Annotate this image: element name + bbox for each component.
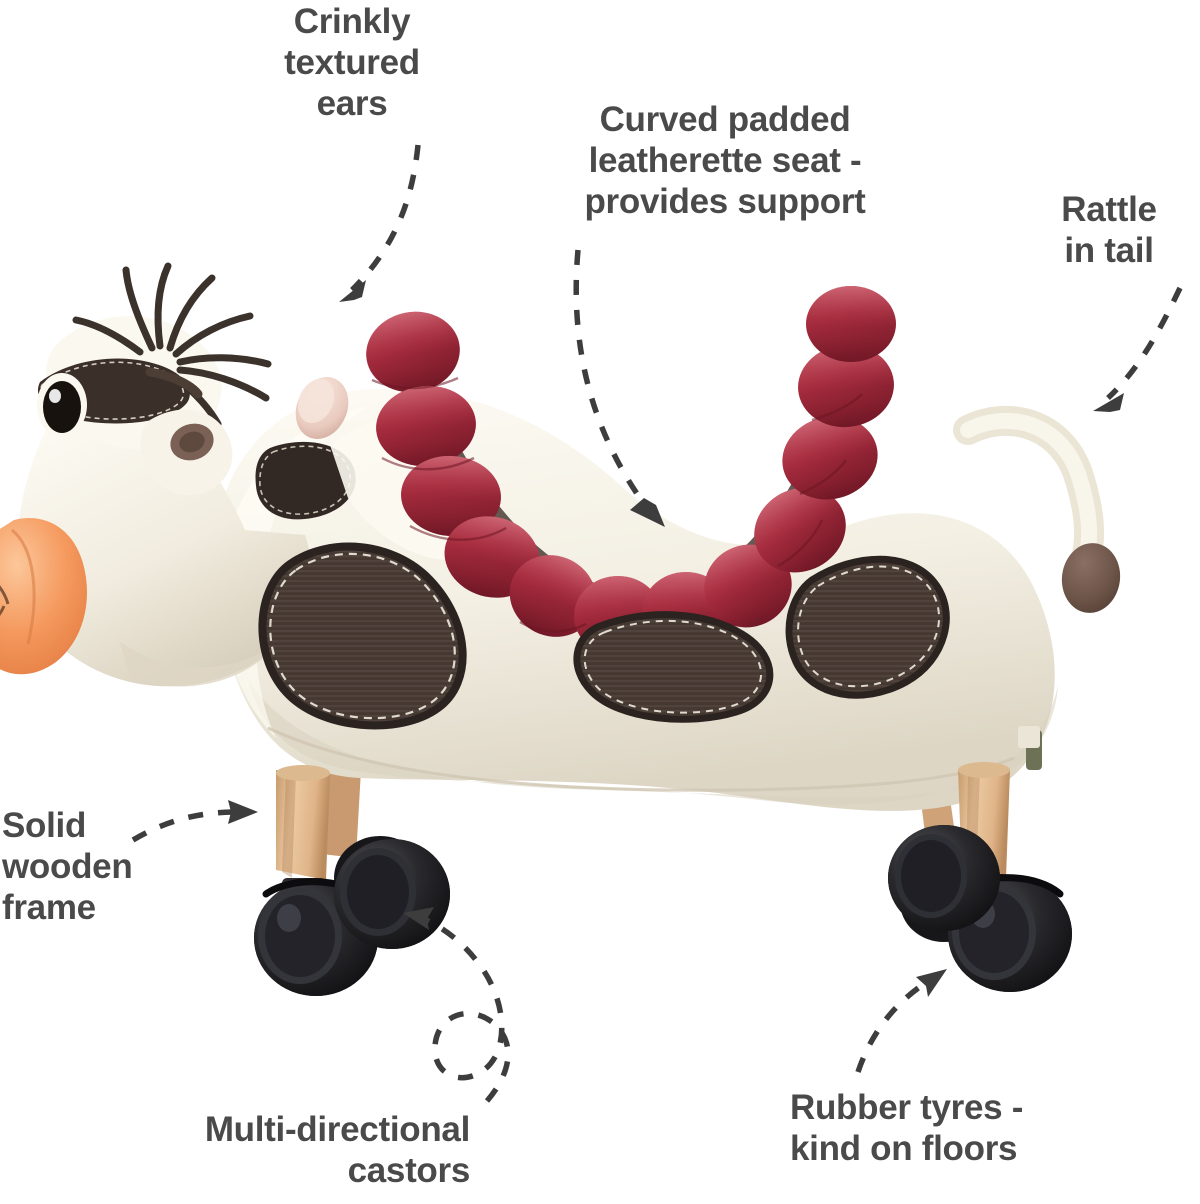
front-castor-far bbox=[334, 839, 450, 949]
tail bbox=[953, 405, 1121, 613]
spot-patch-belly bbox=[573, 611, 774, 723]
head-and-neck bbox=[17, 388, 312, 687]
wooden-peg bbox=[295, 377, 349, 439]
product-image bbox=[0, 262, 1121, 996]
cheek-patch bbox=[255, 441, 356, 520]
front-leg-near bbox=[276, 765, 330, 892]
rear-castor-far bbox=[888, 825, 1000, 931]
muzzle bbox=[0, 518, 87, 675]
spot-patch-rear bbox=[785, 555, 950, 699]
callout-rattle-in-tail: Rattle in tail bbox=[1061, 190, 1157, 270]
callout-multi-directional-castors: Multi-directional castors bbox=[204, 1110, 470, 1190]
callout-crinkly-textured-ears: Crinkly textured ears bbox=[284, 2, 420, 123]
brand-tag bbox=[1018, 726, 1042, 770]
callout-solid-wooden-frame: Solid wooden frame bbox=[2, 806, 133, 927]
spot-patch-front bbox=[258, 542, 467, 730]
eye-patch bbox=[37, 358, 203, 437]
callout-rubber-tyres: Rubber tyres - kind on floors bbox=[790, 1088, 1024, 1168]
callout-curved-padded-seat: Curved padded leatherette seat - provide… bbox=[584, 100, 866, 221]
ear bbox=[140, 409, 233, 496]
